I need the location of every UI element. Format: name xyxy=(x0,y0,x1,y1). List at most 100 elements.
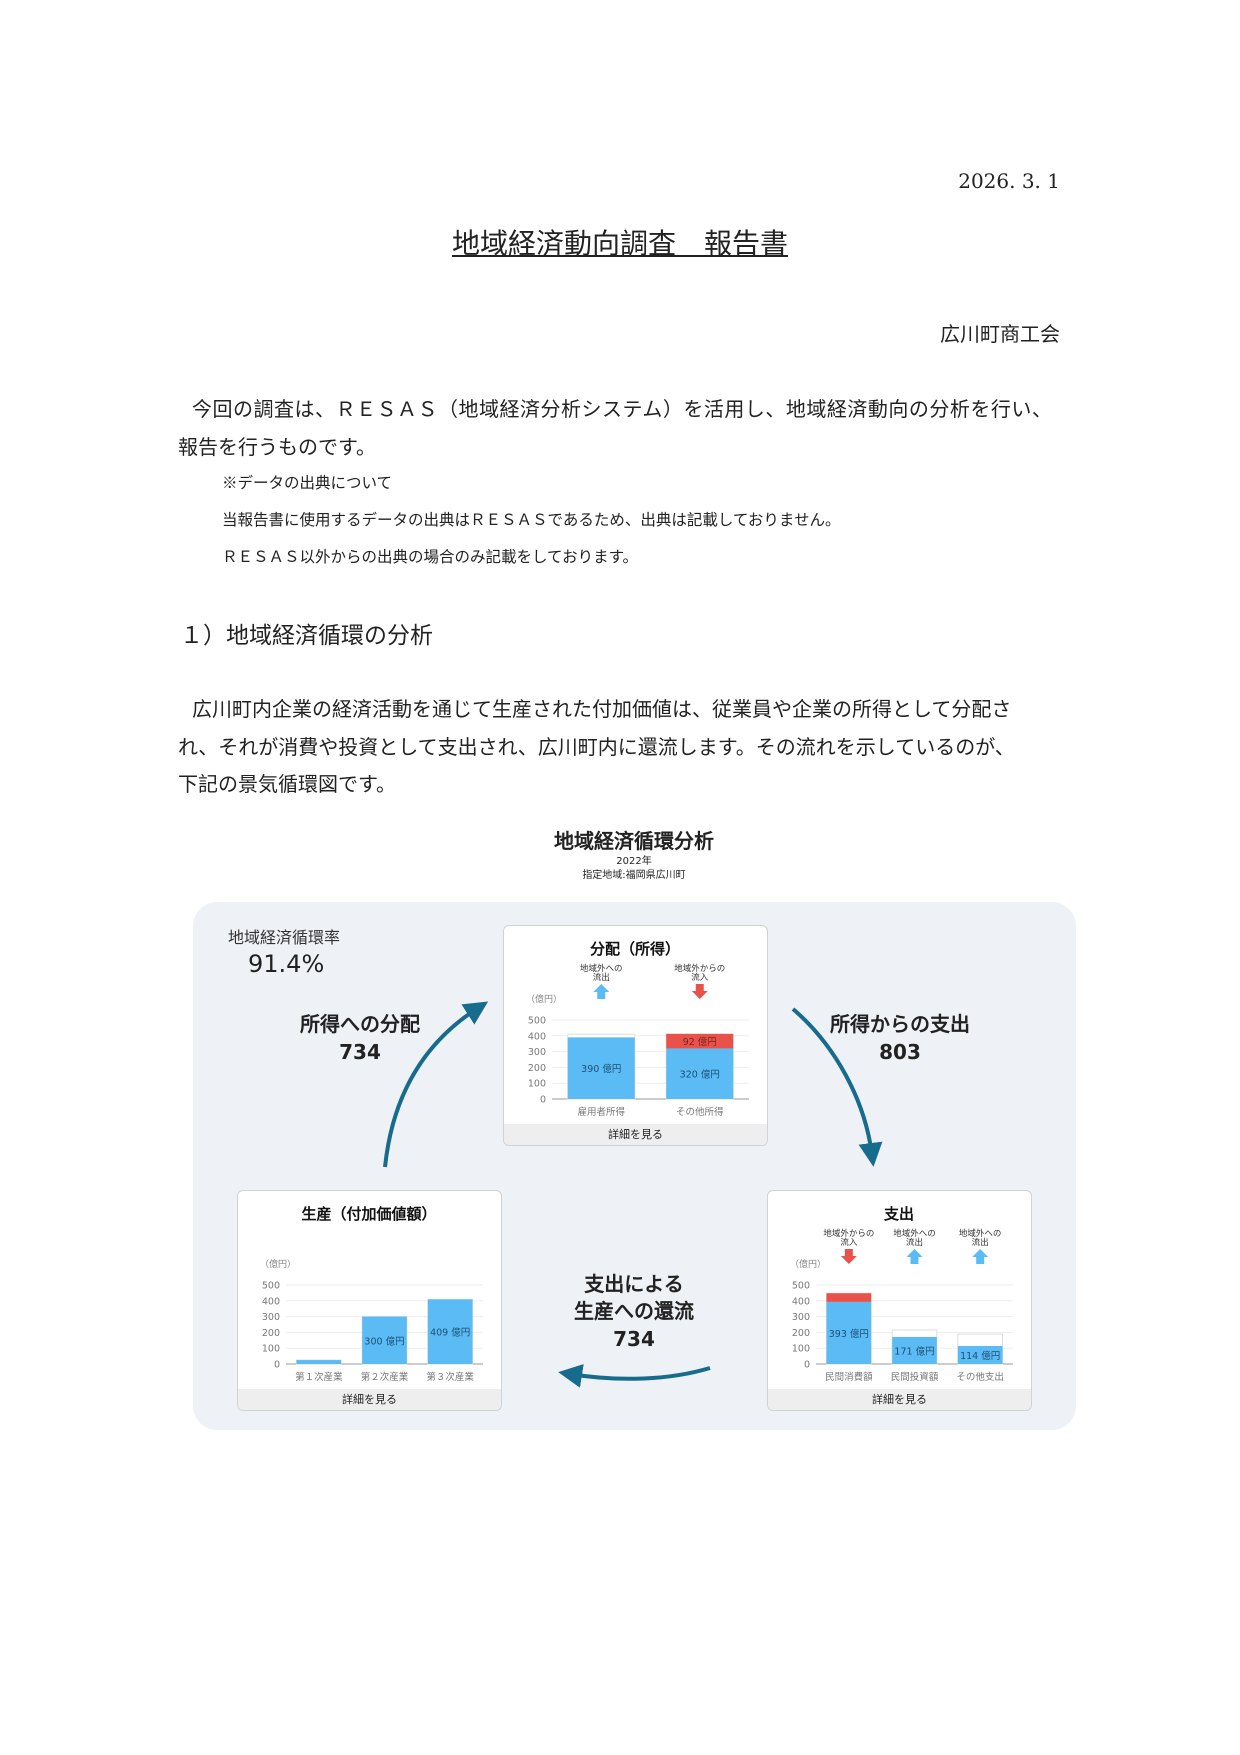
intro-line-2: 報告を行うものです。 xyxy=(178,435,376,459)
y-tick-label: 0 xyxy=(804,1360,810,1371)
arrow-distribution xyxy=(383,1001,489,1168)
arrow-down-icon xyxy=(840,1249,857,1264)
bar-segment xyxy=(892,1336,937,1364)
bar-segment xyxy=(826,1293,872,1302)
bar-data-label: 390 億円 xyxy=(581,1063,621,1075)
arrow-up-icon xyxy=(906,1249,923,1264)
figure-year: 2022年 xyxy=(616,856,652,867)
bar-segment xyxy=(666,1048,734,1099)
bar-data-label: 393 億円 xyxy=(829,1328,869,1340)
flow-label: 流出 xyxy=(972,1237,989,1248)
y-tick-label: 300 xyxy=(262,1312,280,1323)
bar-segment xyxy=(957,1345,1003,1364)
y-tick-label: 200 xyxy=(792,1328,810,1339)
production-detail-button[interactable]: 詳細を見る xyxy=(238,1389,501,1410)
bar-data-label: 171 億円 xyxy=(894,1345,934,1357)
unit-label: （億円） xyxy=(260,1258,296,1270)
chart-title: 支出 xyxy=(883,1205,914,1223)
bar-segment xyxy=(666,1033,734,1049)
flow-return-label-1: 支出による xyxy=(584,1272,684,1296)
circulation-rate-label: 地域経済循環率 xyxy=(228,928,341,947)
bar-segment xyxy=(567,1037,635,1099)
x-tick-label: その他支出 xyxy=(956,1371,1004,1383)
figure-title: 地域経済循環分析 xyxy=(554,829,714,853)
x-tick-label: 第２次産業 xyxy=(361,1371,409,1383)
source-note-1: 当報告書に使用するデータの出典はＲＥＳＡＳであるため、出典は記載しておりません。 xyxy=(222,511,841,529)
arrow-down-icon xyxy=(691,984,708,999)
flow-return-value: 734 xyxy=(613,1327,655,1351)
x-tick-label: 雇用者所得 xyxy=(577,1106,625,1118)
unit-label: （億円） xyxy=(526,993,562,1005)
report-author: 広川町商工会 xyxy=(940,322,1060,346)
y-tick-label: 100 xyxy=(528,1079,546,1090)
x-tick-label: 民間投資額 xyxy=(891,1371,939,1383)
flow-distribution-label: 所得への分配 xyxy=(300,1012,420,1036)
y-tick-label: 400 xyxy=(262,1296,280,1307)
flow-label: 流出 xyxy=(593,972,610,983)
x-tick-label: その他所得 xyxy=(676,1106,724,1118)
arrow-up-icon xyxy=(972,1249,989,1264)
y-tick-label: 500 xyxy=(528,1016,546,1027)
y-tick-label: 500 xyxy=(262,1281,280,1292)
distribution-detail-button[interactable]: 詳細を見る xyxy=(504,1124,767,1145)
arrow-expenditure xyxy=(791,1007,883,1167)
arrow-up-icon xyxy=(593,984,610,999)
y-tick-label: 200 xyxy=(262,1328,280,1339)
y-tick-label: 100 xyxy=(262,1344,280,1355)
distribution-card: 分配（所得） （億円） 0 100 200 300 400 500 390 億円雇用者所得 地域外… xyxy=(503,925,768,1146)
circulation-rate-value: 91.4% xyxy=(248,950,325,978)
flow-label: 地域外への xyxy=(959,1228,1002,1239)
flow-label: 地域外からの xyxy=(674,963,725,974)
y-tick-label: 300 xyxy=(528,1047,546,1058)
section-line-2: れ、それが消費や投資として支出され、広川町内に還流します。その流れを示しているの… xyxy=(178,735,1015,759)
bar-segment xyxy=(362,1316,407,1364)
y-tick-label: 400 xyxy=(528,1031,546,1042)
arrow-return xyxy=(558,1364,711,1388)
unit-label: （億円） xyxy=(790,1258,826,1270)
figure-region: 指定地域:福岡県広川町 xyxy=(582,870,686,881)
bar-segment xyxy=(427,1299,473,1364)
y-tick-label: 200 xyxy=(528,1063,546,1074)
flow-label: 流入 xyxy=(691,972,709,983)
intro-line-1: 今回の調査は、ＲＥＳＡＳ（地域経済分析システム）を活用し、地域経済動向の分析を行… xyxy=(192,397,1053,421)
flow-return-label-2: 生産への還流 xyxy=(574,1299,694,1323)
y-tick-label: 0 xyxy=(540,1095,546,1106)
bar-segment xyxy=(826,1301,872,1364)
flow-expenditure-value: 803 xyxy=(879,1040,921,1064)
expenditure-detail-button[interactable]: 詳細を見る xyxy=(768,1389,1031,1410)
y-tick-label: 300 xyxy=(792,1312,810,1323)
report-title: 地域経済動向調査 報告書 xyxy=(451,227,788,260)
source-note-2: ＲＥＳＡＳ以外からの出典の場合のみ記載をしております。 xyxy=(222,548,639,566)
bar-data-label: 92 億円 xyxy=(683,1036,717,1048)
flow-label: 流出 xyxy=(906,1237,923,1248)
y-tick-label: 400 xyxy=(792,1296,810,1307)
x-tick-label: 第３次産業 xyxy=(426,1371,474,1383)
section-heading: １）地域経済循環の分析 xyxy=(180,623,433,649)
x-tick-label: 第１次産業 xyxy=(295,1371,343,1383)
flow-label: 流入 xyxy=(840,1237,858,1248)
bar-segment xyxy=(296,1360,342,1364)
bar-data-label: 320 億円 xyxy=(680,1069,720,1081)
bar-data-label: 409 億円 xyxy=(430,1327,470,1339)
chart-title: 分配（所得） xyxy=(590,940,680,958)
flow-label: 地域外への xyxy=(580,963,623,974)
bar-data-label: 114 億円 xyxy=(960,1350,1000,1362)
y-tick-label: 500 xyxy=(792,1281,810,1292)
y-tick-label: 100 xyxy=(792,1344,810,1355)
flow-distribution-value: 734 xyxy=(339,1040,381,1064)
flow-label: 地域外からの xyxy=(823,1228,874,1239)
section-line-3: 下記の景気循環図です。 xyxy=(178,772,396,796)
x-tick-label: 民間消費額 xyxy=(825,1371,873,1383)
source-note-heading: ※データの出典について xyxy=(222,474,393,492)
y-tick-label: 0 xyxy=(274,1360,280,1371)
section-line-1: 広川町内企業の経済活動を通じて生産された付加価値は、従業員や企業の所得として分配… xyxy=(192,697,1012,721)
chart-title: 生産（付加価値額） xyxy=(301,1205,436,1223)
flow-label: 地域外への xyxy=(893,1228,936,1239)
